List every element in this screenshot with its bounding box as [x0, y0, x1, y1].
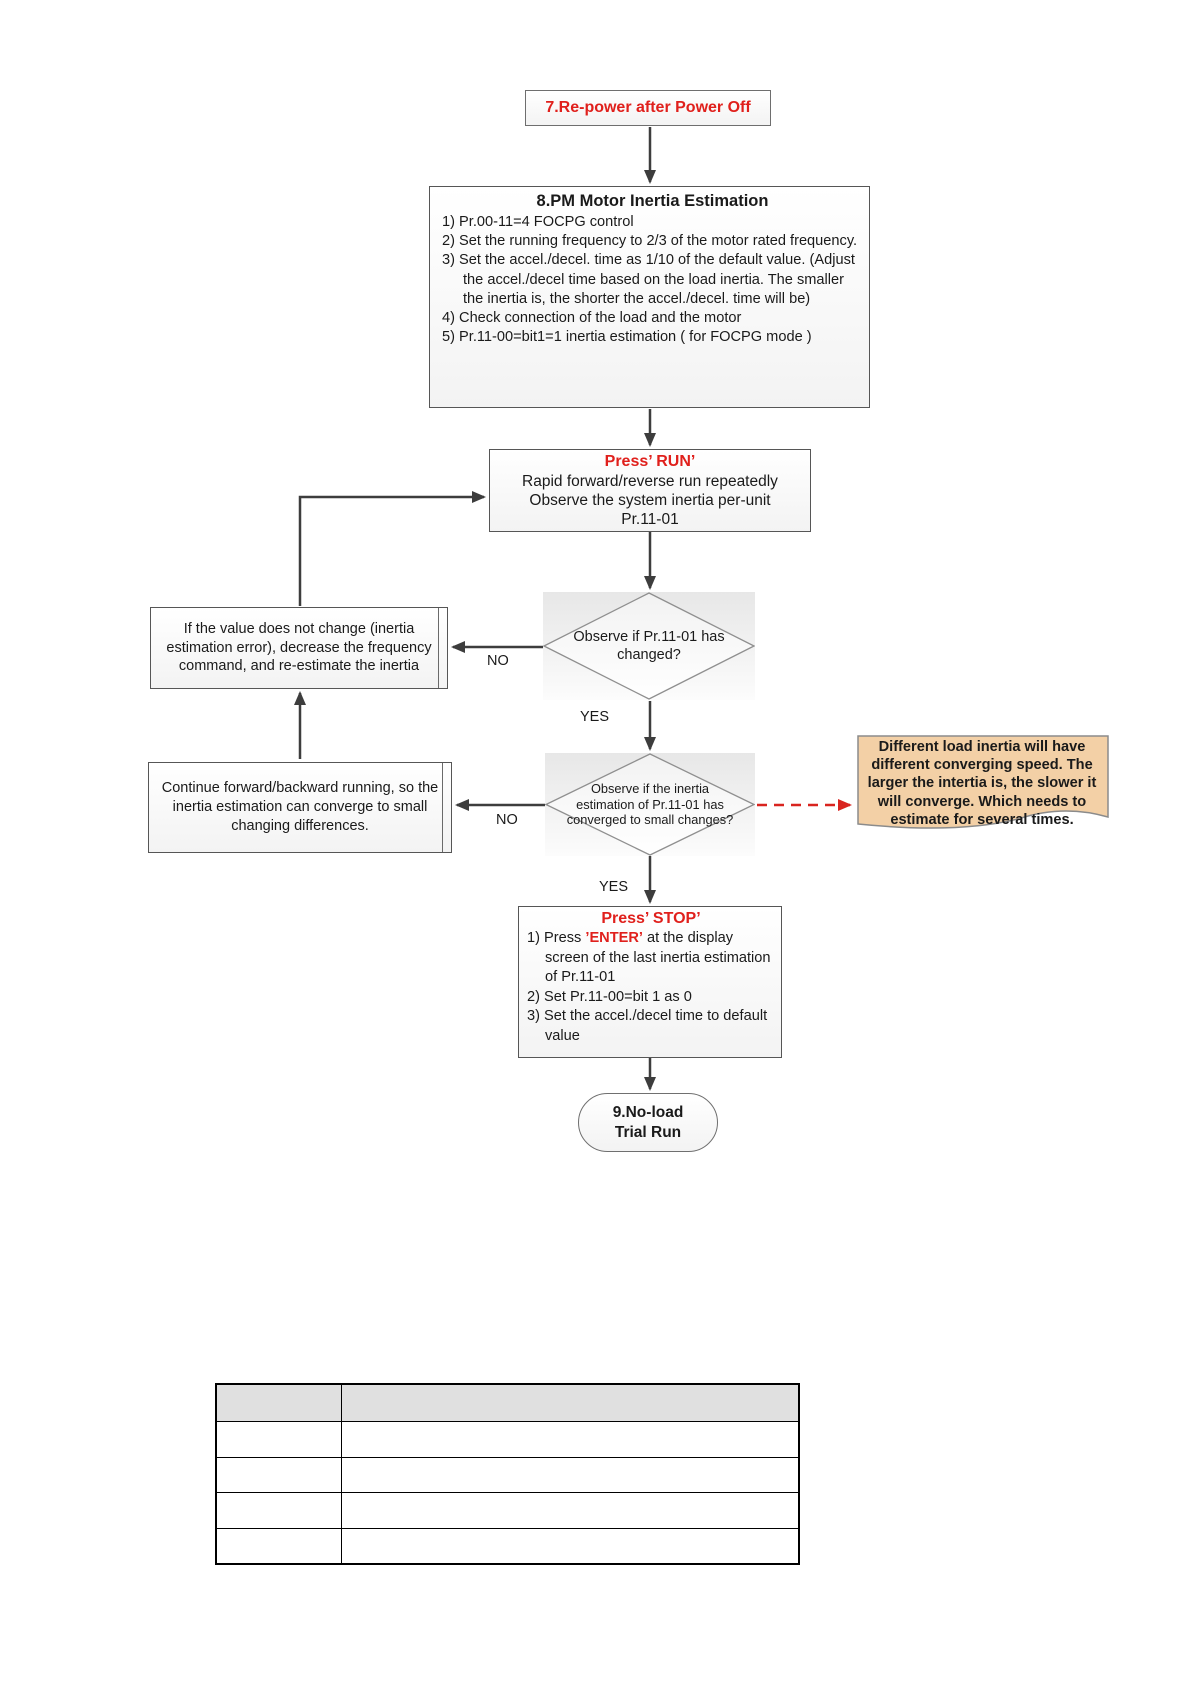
press-stop-step: 3) Set the accel./decel time to default … [527, 1008, 768, 1044]
terminal-line2: Trial Run [614, 1123, 682, 1141]
table-cell [215, 1421, 342, 1458]
table-row [215, 1492, 800, 1529]
table-cell [215, 1527, 342, 1565]
estimation-step: 2) Set the running frequency to 2/3 of t… [442, 233, 858, 250]
table-header-row [215, 1383, 800, 1422]
table-cell [341, 1421, 800, 1458]
press-run-title: Press’ RUN’ [604, 453, 696, 470]
node-inertia-estimation: 8.PM Motor Inertia Estimation 1) Pr.00-1… [429, 186, 870, 408]
table-cell [341, 1527, 800, 1565]
press-stop-step: 2) Set Pr.11-00=bit 1 as 0 [527, 988, 692, 1005]
table-header-cell [341, 1383, 800, 1422]
press-run-line: Pr.11-01 [621, 511, 679, 528]
diamond-shape [545, 753, 755, 856]
continue-text: Continue forward/backward running, so th… [161, 780, 439, 834]
press-stop-step: 1) Press ’ENTER’ at the display screen o… [527, 929, 775, 988]
node-no-change-callout: If the value does not change (inertia es… [150, 607, 448, 689]
press-stop-title: Press’ STOP’ [601, 910, 701, 927]
terminal-line1: 9.No-load [612, 1104, 684, 1121]
decision2-question: Observe if the inertia estimation of Pr.… [566, 781, 734, 828]
edge-label-yes1: YES [580, 709, 610, 725]
stop-step1-enter: ’ENTER’ [585, 930, 643, 946]
no-change-text: If the value does not change (inertia es… [166, 621, 432, 675]
press-run-line: Rapid forward/reverse run repeatedly [522, 473, 778, 490]
table-row [215, 1456, 800, 1493]
node-inertia-note: Different load inertia will have differe… [857, 735, 1109, 837]
estimation-title: 8.PM Motor Inertia Estimation [536, 192, 769, 210]
table-cell [215, 1492, 342, 1529]
stop-step1-pre: 1) Press [527, 930, 586, 946]
diamond-shape [543, 592, 755, 700]
decision1-question: Observe if Pr.11-01 has changed? [573, 628, 725, 664]
node-repower: 7.Re-power after Power Off [525, 90, 771, 126]
table-row [215, 1527, 800, 1565]
note-shape [857, 735, 1109, 829]
edge-label-no1: NO [487, 653, 509, 669]
estimation-step: 1) Pr.00-11=4 FOCPG control [442, 214, 634, 230]
table-cell [341, 1492, 800, 1529]
node-press-run: Press’ RUN’ Rapid forward/reverse run re… [489, 449, 811, 532]
node-no-load-trial-run: 9.No-load Trial Run [578, 1093, 718, 1152]
parameter-table [215, 1383, 800, 1565]
table-header-cell [215, 1383, 342, 1422]
repower-label: 7.Re-power after Power Off [545, 99, 751, 116]
estimation-step: 3) Set the accel./decel. time as 1/10 of… [442, 252, 855, 307]
estimation-step: 5) Pr.11-00=bit1=1 inertia estimation ( … [442, 329, 812, 346]
table-row [215, 1421, 800, 1458]
table-cell [341, 1456, 800, 1493]
edge-label-no2: NO [496, 812, 518, 828]
arrow-feedback-to-run [298, 491, 486, 606]
edge-label-yes2: YES [599, 879, 629, 895]
press-run-line: Observe the system inertia per-unit [529, 492, 771, 509]
node-press-stop: Press’ STOP’ 1) Press ’ENTER’ at the dis… [518, 906, 782, 1058]
stop-step1-post: at the display screen of the last inerti… [545, 930, 771, 985]
node-continue-callout: Continue forward/backward running, so th… [148, 762, 452, 853]
inertia-note-text: Different load inertia will have differe… [867, 739, 1097, 828]
decision-inertia-converged: Observe if the inertia estimation of Pr.… [545, 753, 755, 856]
table-cell [215, 1456, 342, 1493]
decision-pr1101-changed: Observe if Pr.11-01 has changed? [543, 592, 755, 700]
estimation-step: 4) Check connection of the load and the … [442, 310, 742, 327]
